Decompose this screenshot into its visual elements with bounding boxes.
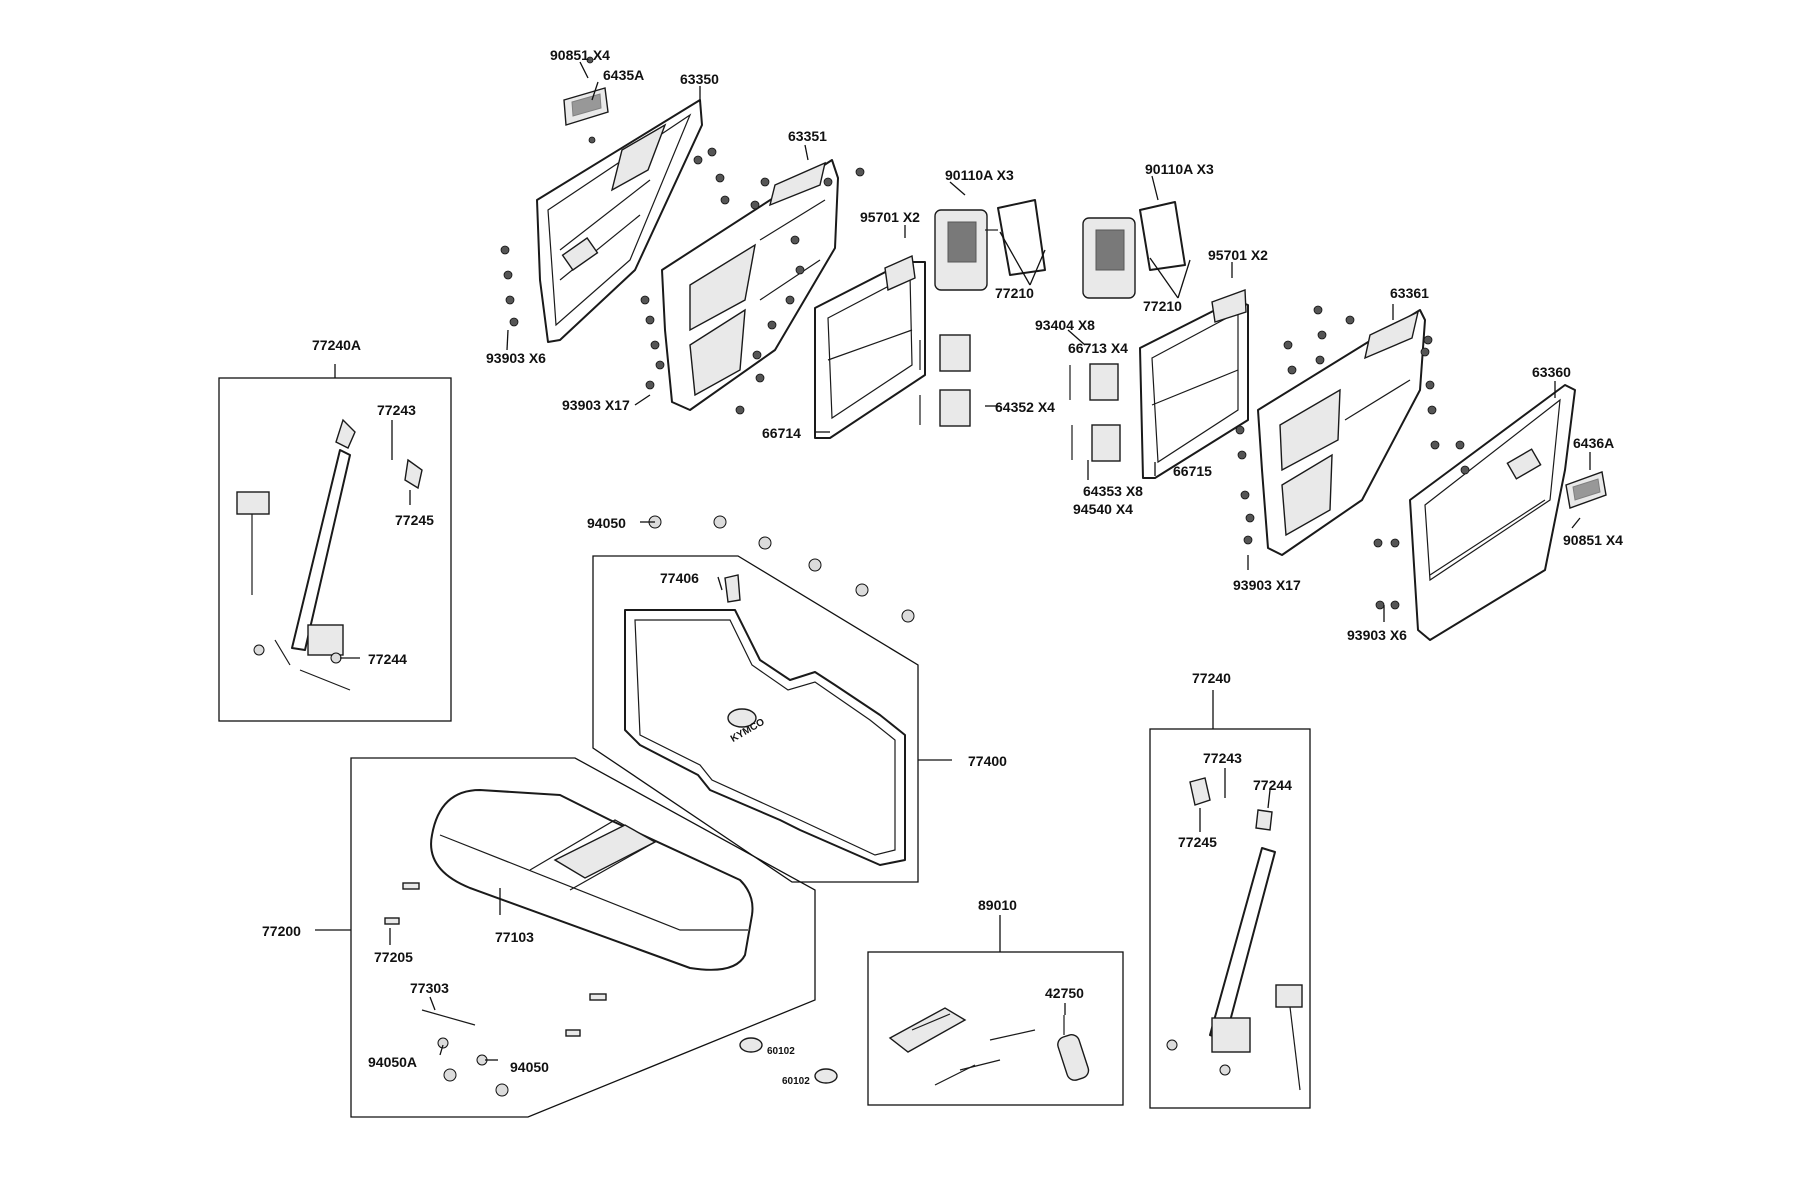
bushing-60102 — [739, 1037, 838, 1084]
label-60102-upper: 60102 — [767, 1046, 795, 1057]
label-77244-left: 77244 — [368, 651, 407, 667]
label-94050-seat: 94050 — [510, 1059, 549, 1075]
box-77240a — [218, 364, 452, 722]
door-panel-63351 — [661, 159, 839, 411]
seat-belt-77240a — [236, 418, 423, 691]
label-77240a: 77240A — [312, 337, 361, 353]
handle-6435a — [563, 87, 609, 126]
label-77303: 77303 — [410, 980, 449, 996]
label-90851-top: 90851 X4 — [550, 47, 610, 63]
label-66714: 66714 — [762, 425, 801, 441]
label-95701-left: 95701 X2 — [860, 209, 920, 225]
label-77244-right: 77244 — [1253, 777, 1292, 793]
hinge-66713-right — [1069, 363, 1121, 462]
label-94050a: 94050A — [368, 1054, 417, 1070]
label-63351: 63351 — [788, 128, 827, 144]
label-93404: 93404 X8 — [1035, 317, 1095, 333]
box-77240 — [1149, 690, 1311, 1109]
label-77240: 77240 — [1192, 670, 1231, 686]
door-frame-66714 — [814, 254, 926, 439]
label-89010: 89010 — [978, 897, 1017, 913]
label-77103: 77103 — [495, 929, 534, 945]
door-panel-63360 — [1409, 384, 1576, 641]
label-6436a: 6436A — [1573, 435, 1614, 451]
label-77210-right: 77210 — [1143, 298, 1182, 314]
label-77200: 77200 — [262, 923, 301, 939]
box-77400 — [592, 555, 952, 883]
label-90110a-right: 90110A X3 — [1145, 161, 1214, 177]
label-63350: 63350 — [680, 71, 719, 87]
label-95701-right: 95701 X2 — [1208, 247, 1268, 263]
label-94050-top: 94050 — [587, 515, 626, 531]
label-77210-left: 77210 — [995, 285, 1034, 301]
door-panel-63350 — [536, 99, 703, 343]
label-77243-left: 77243 — [377, 402, 416, 418]
door-panel-63361 — [1257, 309, 1426, 556]
speaker-77210-right — [1082, 201, 1186, 299]
label-6435a: 6435A — [603, 67, 644, 83]
label-93903-x6-right: 93903 X6 — [1347, 627, 1407, 643]
label-90110a-left: 90110A X3 — [945, 167, 1014, 183]
leader-lines — [340, 61, 1591, 1061]
label-63361: 63361 — [1390, 285, 1429, 301]
tool-kit-89010 — [888, 1007, 1090, 1086]
nut-row-94050 — [648, 515, 915, 623]
label-66715: 66715 — [1173, 463, 1212, 479]
box-89010 — [867, 915, 1124, 1106]
speaker-77210-left — [934, 199, 1046, 291]
label-42750: 42750 — [1045, 985, 1084, 1001]
hinge-66713-left — [919, 334, 971, 427]
box-77200 — [315, 757, 816, 1118]
rear-window-77400: KYMCO — [624, 574, 906, 866]
label-60102-lower: 60102 — [782, 1076, 810, 1087]
label-93903-x6-left: 93903 X6 — [486, 350, 546, 366]
label-77205: 77205 — [374, 949, 413, 965]
label-77243-right: 77243 — [1203, 750, 1242, 766]
label-64353: 64353 X8 — [1083, 483, 1143, 499]
label-77245-right: 77245 — [1178, 834, 1217, 850]
door-frame-66715 — [1139, 289, 1249, 479]
label-63360: 63360 — [1532, 364, 1571, 380]
label-93903-x17-left: 93903 X17 — [562, 397, 630, 413]
label-64352: 64352 X4 — [995, 399, 1055, 415]
label-77400: 77400 — [968, 753, 1007, 769]
label-66713: 66713 X4 — [1068, 340, 1128, 356]
seat-cushion-77103 — [430, 789, 754, 971]
label-77245-left: 77245 — [395, 512, 434, 528]
seat-belt-77240 — [1166, 777, 1303, 1091]
label-93903-x17-right: 93903 X17 — [1233, 577, 1301, 593]
label-77406: 77406 — [660, 570, 699, 586]
part-labels: 90851 X4 6435A 63350 63351 90110A X3 901… — [262, 47, 1623, 1087]
seat-small-parts — [384, 882, 607, 1097]
label-94540: 94540 X4 — [1073, 501, 1133, 517]
label-90851-bottom: 90851 X4 — [1563, 532, 1623, 548]
handle-6436a — [1565, 471, 1607, 509]
screw-cluster-right — [1235, 305, 1470, 610]
screw-cluster-left — [500, 56, 865, 415]
